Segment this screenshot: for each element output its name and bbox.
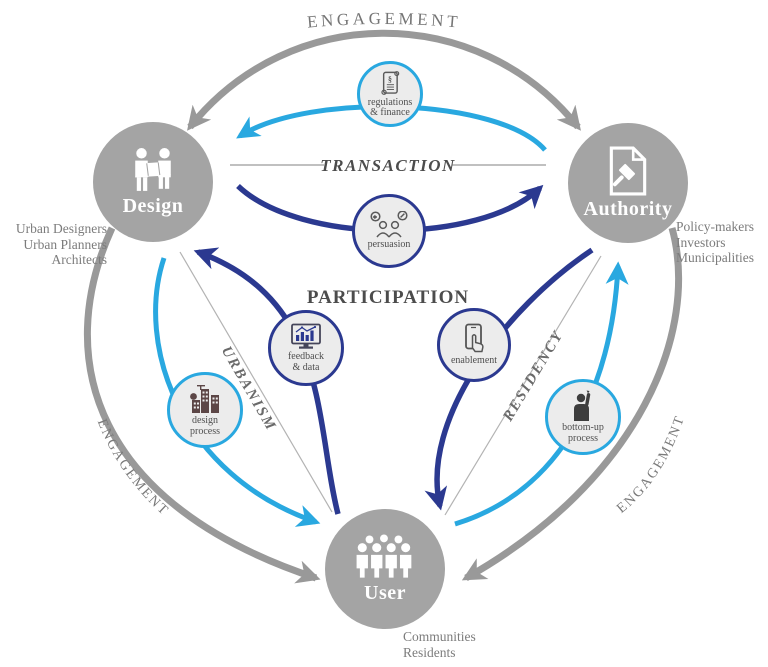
authority-sublabel: Policy-makers [676, 219, 754, 234]
scroll-paragraph-icon: § [381, 70, 400, 95]
authority-sublabels: Policy-makers Investors Municipalities [676, 219, 768, 266]
engagement-arc-right [461, 227, 682, 582]
engagement-label-left: ENGAGEMENT [94, 417, 172, 519]
enablement-chip: enablement [437, 308, 511, 382]
bottom-up-process-chip: bottom-up process [545, 379, 621, 455]
feedback-chip-label: feedback & data [287, 351, 325, 373]
document-gavel-icon [609, 146, 647, 195]
design-process-chip: design process [167, 372, 243, 448]
persuasion-chip: persuasion [352, 194, 426, 268]
two-people-holding-blueprint-icon [135, 147, 171, 191]
urbanism-axis-line [179, 251, 333, 513]
design-process-chip-label: design process [190, 415, 220, 437]
svg-text:§: § [388, 74, 392, 83]
authority-sublabel: Municipalities [676, 250, 754, 265]
engagement-arc-top [187, 29, 581, 131]
bottom-up-chip-label: bottom-up process [562, 422, 604, 444]
design-node-label: Design [122, 194, 184, 217]
person-raising-hand-icon [574, 390, 591, 421]
regulations-chip-label: regulations & finance [367, 96, 413, 118]
engagement-arc-left [83, 226, 321, 584]
residency-axis-line [444, 255, 602, 516]
design-node: Design [93, 122, 213, 242]
user-node-label: User [364, 581, 406, 604]
transaction-label: TRANSACTION [320, 156, 456, 175]
authority-sublabel: Investors [676, 234, 726, 250]
user-sublabel: Communities [403, 629, 476, 644]
user-sublabel: Residents [403, 644, 456, 660]
engagement-label-right: ENGAGEMENT [614, 413, 688, 516]
enablement-chip-label: enablement [450, 355, 498, 367]
user-node: User [325, 509, 445, 629]
feedback-data-chip: feedback & data [268, 310, 344, 386]
authority-node-label: Authority [583, 197, 673, 220]
regulations-finance-chip: § regulations & finance [357, 61, 423, 127]
city-buildings-crane-icon [190, 385, 219, 413]
engagement-label-top: ENGAGEMENT [306, 9, 461, 32]
user-sublabels: Communities Residents [403, 629, 523, 660]
design-sublabel: Architects [51, 252, 107, 267]
authority-node: Authority [568, 123, 688, 243]
participation-label: PARTICIPATION [307, 287, 469, 308]
crowd-of-people-icon [356, 533, 412, 578]
smartphone-tap-icon [465, 323, 484, 353]
monitor-bar-chart-icon [291, 323, 321, 349]
two-people-speech-bubbles-icon [370, 211, 408, 238]
persuasion-chip-label: persuasion [367, 239, 411, 251]
design-sublabel: Urban Planners [23, 236, 107, 252]
design-sublabels: Urban Designers Urban Planners Architect… [0, 221, 107, 268]
design-sublabel: Urban Designers [15, 221, 107, 236]
